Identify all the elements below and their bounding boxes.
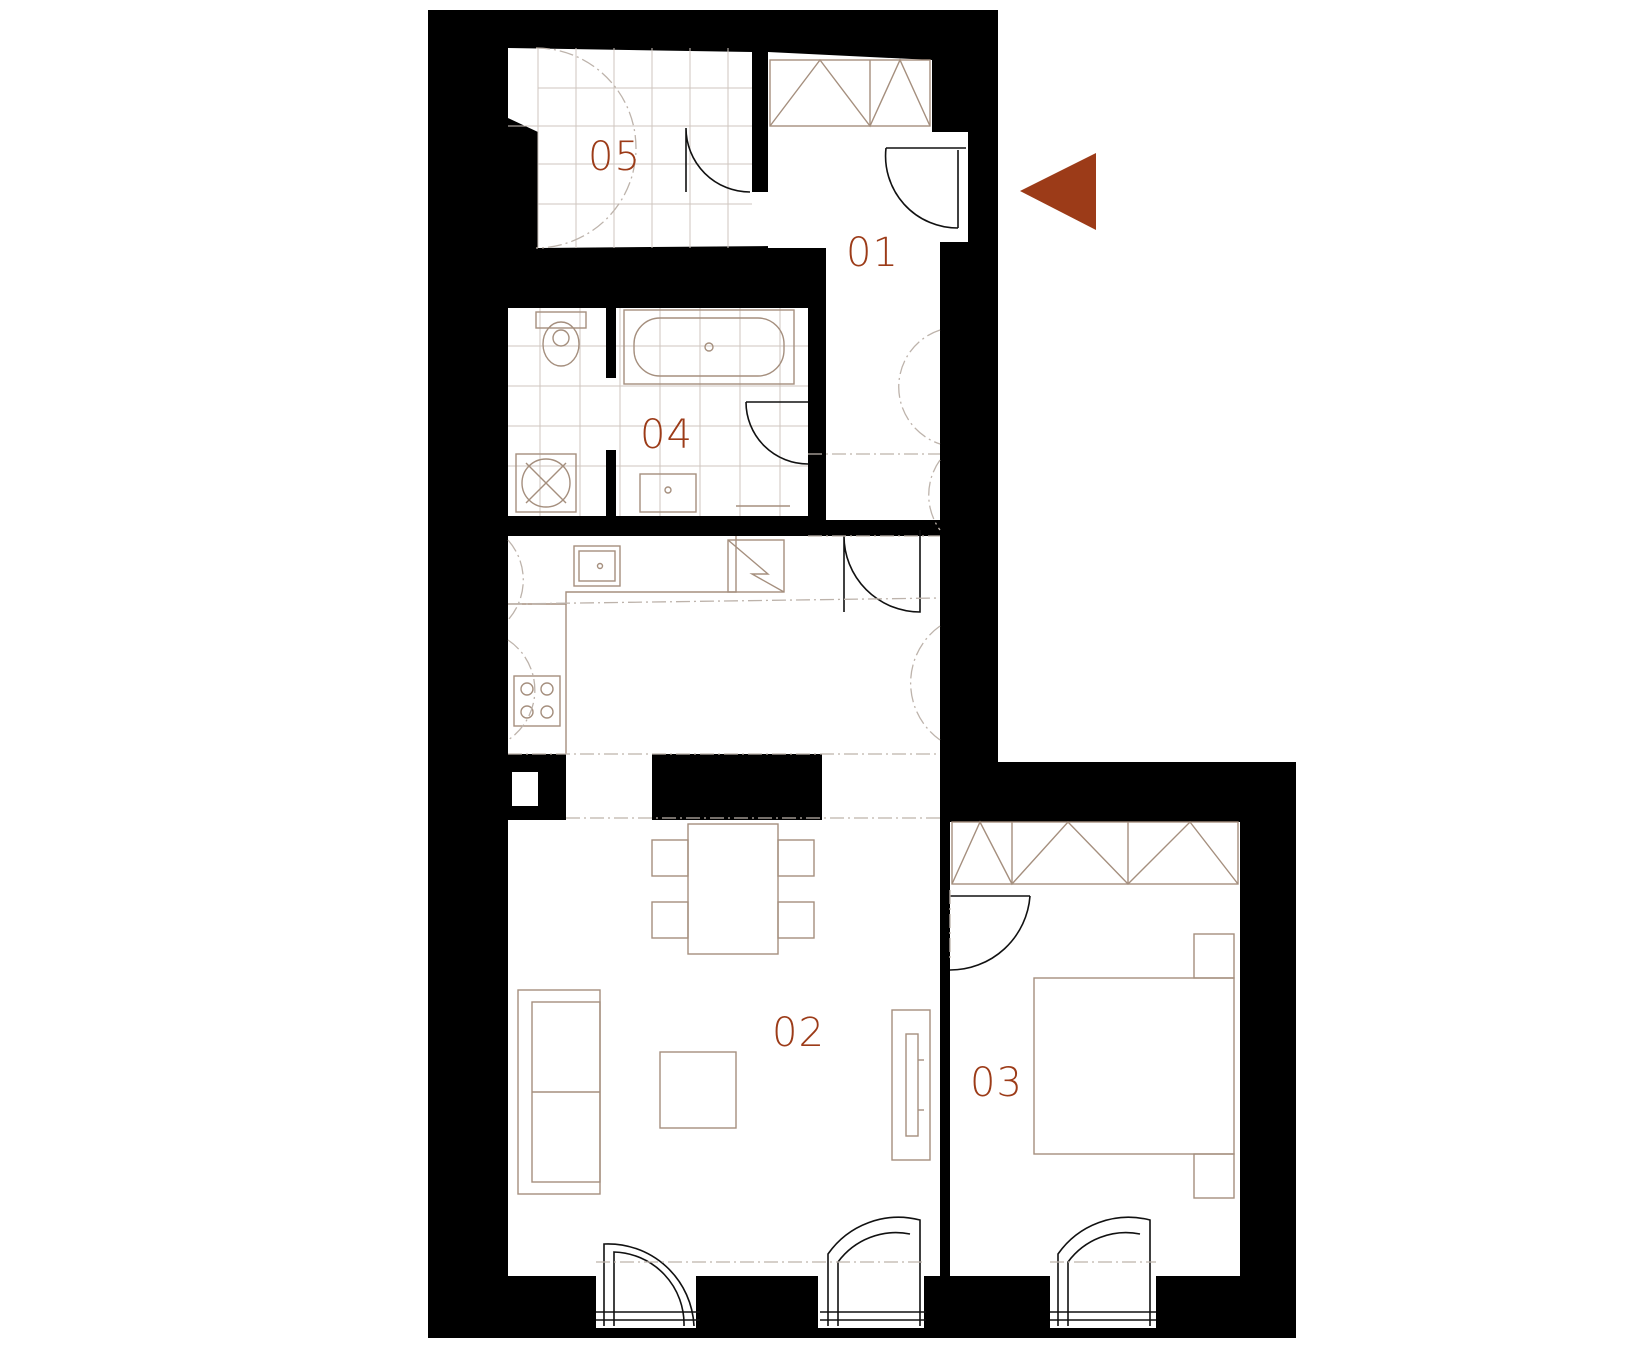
- door-entry: [884, 147, 966, 229]
- washbasin-icon: [639, 473, 790, 513]
- window-3: [1050, 1216, 1156, 1326]
- door-03: [949, 895, 1031, 971]
- coffee-table: [659, 1051, 737, 1129]
- floor-room-01: [768, 52, 968, 520]
- door-04: [745, 401, 809, 465]
- wardrobe-hall: [769, 58, 931, 128]
- tv-unit-icon: [891, 1009, 931, 1161]
- window-2: [820, 1216, 926, 1326]
- fridge-icon: [727, 539, 785, 593]
- sink-icon: [573, 545, 621, 587]
- windows: [596, 1216, 1156, 1327]
- sofa-icon: [517, 989, 601, 1195]
- toilet-icon: [535, 311, 587, 367]
- floor-room-04: [508, 308, 808, 516]
- entrance-arrow-icon: [1020, 153, 1096, 230]
- room-label-03: 03: [970, 1060, 1023, 1106]
- partition-washer: [606, 450, 616, 516]
- floor-passage: [566, 754, 652, 820]
- washing-machine-icon: [515, 453, 577, 513]
- floor-room-02: [508, 820, 940, 1276]
- room-label-02: 02: [772, 1010, 825, 1056]
- floor-kitchen: [508, 536, 940, 754]
- bed-icon: [1033, 933, 1235, 1199]
- dashed-lines: [507, 47, 1156, 1263]
- tiles-room-05: [508, 48, 752, 248]
- kitchen-counter: [508, 536, 737, 754]
- floors: [508, 48, 1240, 1328]
- bathtub-icon: [623, 309, 795, 385]
- room-label-05: 05: [588, 134, 641, 180]
- door-05: [685, 127, 751, 193]
- dining-set: [651, 823, 815, 955]
- window-1: [596, 1243, 700, 1327]
- shaft-box: [512, 772, 538, 806]
- room-label-01: 01: [846, 230, 899, 276]
- floor-passage-2: [822, 754, 940, 820]
- floor-room-03: [950, 822, 1240, 1276]
- room-label-04: 04: [640, 412, 693, 458]
- niche-2: [818, 1270, 924, 1328]
- floor-room-05: [508, 48, 772, 248]
- hob-icon: [513, 675, 561, 727]
- wardrobe-bedroom: [951, 820, 1239, 886]
- partition-wc: [606, 308, 616, 378]
